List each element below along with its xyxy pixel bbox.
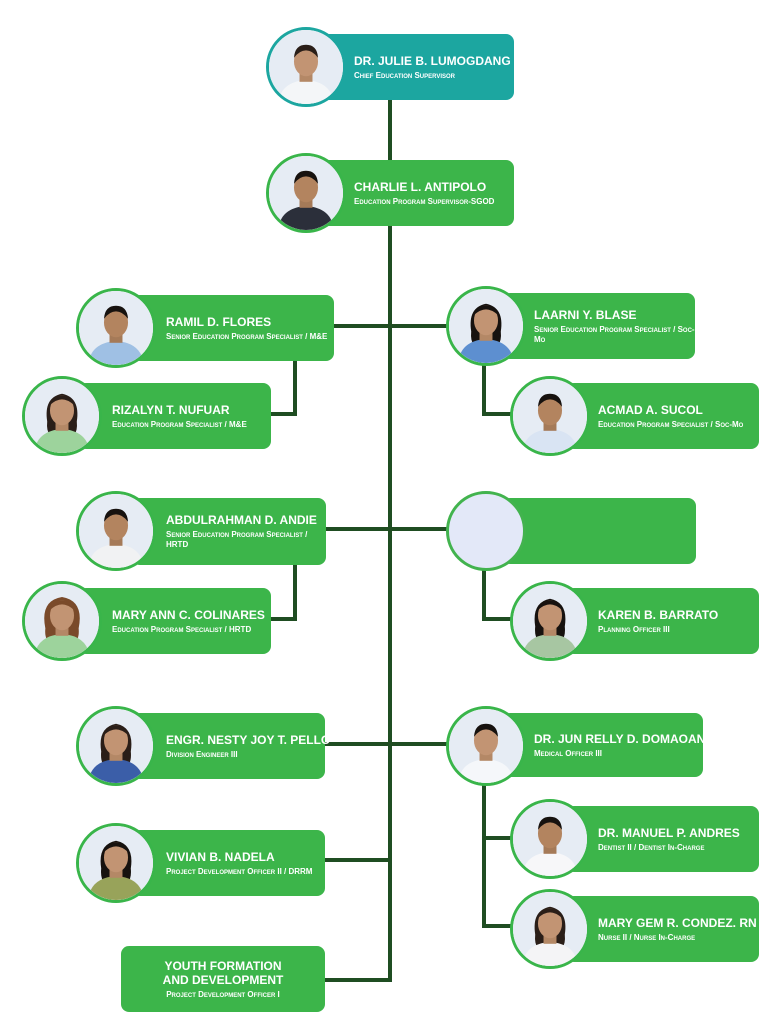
person-photo-icon: [513, 892, 587, 966]
connector-trunk: [388, 98, 392, 982]
connector-andie-colinares-v: [293, 565, 297, 621]
avatar-domaoan: [446, 706, 526, 786]
title-label: Division Engineer III: [166, 749, 238, 759]
connector-domaoan-v: [482, 780, 486, 928]
card-andres: DR. MANUEL P. ANDRES Dentist II / Dentis…: [566, 806, 759, 872]
card-blase: LAARNI Y. BLASE Senior Education Program…: [502, 293, 695, 359]
title-label: Planning Officer III: [598, 624, 670, 634]
name-label: MARY ANN C. COLINARES: [112, 607, 265, 622]
person-photo-icon: [269, 30, 343, 104]
name-label: MARY GEM R. CONDEZ. RN: [598, 915, 757, 930]
connector-blase-sucol-v: [482, 362, 486, 416]
title-label: Medical Officer III: [534, 748, 602, 758]
card-pello: ENGR. NESTY JOY T. PELLO Division Engine…: [132, 713, 331, 779]
card-lumogdang: DR. JULIE B. LUMOGDANG Chief Education S…: [320, 34, 514, 100]
title-label: Senior Education Program Specialist / HR…: [166, 530, 308, 549]
person-photo-icon: [25, 379, 99, 453]
title-label: Project Development Officer II / DRRM: [166, 866, 313, 876]
avatar-condez: [510, 889, 590, 969]
card-andie: ABDULRAHMAN D. ANDIE Senior Education Pr…: [132, 498, 326, 565]
avatar-antipolo: [266, 153, 346, 233]
person-photo-icon: [449, 709, 523, 783]
avatar-andie: [76, 491, 156, 571]
avatar-colinares: [22, 581, 102, 661]
avatar-barrato: [510, 581, 590, 661]
title-label: Project Development Officer I: [166, 989, 280, 999]
person-photo-icon: [79, 494, 153, 568]
connector-andie-placeholder: [320, 527, 448, 531]
card-sucol: ACMAD A. SUCOL Education Program Special…: [566, 383, 759, 449]
connector-youth: [320, 978, 390, 982]
name-label: ABDULRAHMAN D. ANDIE: [166, 513, 317, 527]
person-photo-icon: [79, 291, 153, 365]
connector-nadela: [320, 858, 390, 862]
person-photo-icon: [79, 826, 153, 900]
card-flores: RAMIL D. FLORES Senior Education Program…: [132, 295, 334, 361]
avatar-andres: [510, 799, 590, 879]
connector-flores-blase: [330, 324, 450, 328]
avatar-sucol: [510, 376, 590, 456]
title-label: Dentist II / Dentist In-Charge: [598, 842, 705, 852]
title-label: Education Program Specialist / M&E: [112, 419, 247, 429]
name-label: DR. MANUEL P. ANDRES: [598, 825, 740, 840]
name-label: LAARNI Y. BLASE: [534, 307, 637, 322]
person-photo-icon: [269, 156, 343, 230]
avatar-pello: [76, 706, 156, 786]
card-antipolo: CHARLIE L. ANTIPOLO Education Program Su…: [320, 160, 514, 226]
connector-placeholder-barrato-h: [482, 617, 514, 621]
avatar-blase: [446, 286, 526, 366]
connector-andres-h: [482, 836, 514, 840]
person-photo-icon: [25, 584, 99, 658]
avatar-placeholder: [446, 491, 526, 571]
connector-flores-nufuar-h: [270, 412, 297, 416]
name-label: ACMAD A. SUCOL: [598, 402, 703, 417]
name-label: RAMIL D. FLORES: [166, 314, 272, 329]
connector-andie-colinares-h: [270, 617, 297, 621]
card-nadela: VIVIAN B. NADELA Project Development Off…: [132, 830, 325, 896]
title-label: Education Program Specialist / Soc-Mo: [598, 419, 744, 429]
name-label: DR. JULIE B. LUMOGDANG: [354, 53, 511, 68]
title-label: Education Program Supervisor-SGOD: [354, 196, 495, 206]
card-domaoan: DR. JUN RELLY D. DOMAOAN Medical Officer…: [502, 713, 706, 777]
person-photo-icon: [449, 289, 523, 363]
person-photo-icon: [513, 379, 587, 453]
avatar-flores: [76, 288, 156, 368]
unit-name-line2: AND DEVELOPMENT: [162, 972, 284, 987]
card-condez: MARY GEM R. CONDEZ. RN Nurse II / Nurse …: [566, 896, 759, 962]
title-label: Chief Education Supervisor: [354, 70, 456, 80]
title-label: Education Program Specialist / HRTD: [112, 624, 252, 634]
avatar-nufuar: [22, 376, 102, 456]
person-photo-icon: [513, 802, 587, 876]
avatar-nadela: [76, 823, 156, 903]
person-photo-icon: [513, 584, 587, 658]
card-placeholder: [502, 498, 696, 564]
avatar-lumogdang: [266, 27, 346, 107]
connector-blase-sucol-h: [482, 412, 514, 416]
card-nufuar: RIZALYN T. NUFUAR Education Program Spec…: [78, 383, 271, 449]
name-label: ENGR. NESTY JOY T. PELLO: [166, 732, 331, 747]
title-label: Senior Education Program Specialist / M&…: [166, 331, 328, 341]
connector-flores-nufuar-v: [293, 361, 297, 416]
unit-name-line1: YOUTH FORMATION: [164, 958, 282, 973]
person-photo-icon: [79, 709, 153, 783]
name-label: RIZALYN T. NUFUAR: [112, 402, 230, 417]
connector-placeholder-barrato-v: [482, 567, 486, 621]
name-label: VIVIAN B. NADELA: [166, 849, 275, 864]
card-colinares: MARY ANN C. COLINARES Education Program …: [78, 588, 271, 654]
card-youth-formation: YOUTH FORMATION AND DEVELOPMENT Project …: [121, 946, 325, 1012]
connector-pello-domaoan: [320, 742, 448, 746]
name-label: CHARLIE L. ANTIPOLO: [354, 179, 487, 194]
title-label: Senior Education Program Specialist / So…: [534, 324, 695, 344]
name-label: KAREN B. BARRATO: [598, 607, 719, 622]
connector-condez-h: [482, 924, 514, 928]
card-barrato: KAREN B. BARRATO Planning Officer III: [566, 588, 759, 654]
title-label: Nurse II / Nurse In-Charge: [598, 932, 696, 942]
name-label: DR. JUN RELLY D. DOMAOAN: [534, 731, 706, 746]
